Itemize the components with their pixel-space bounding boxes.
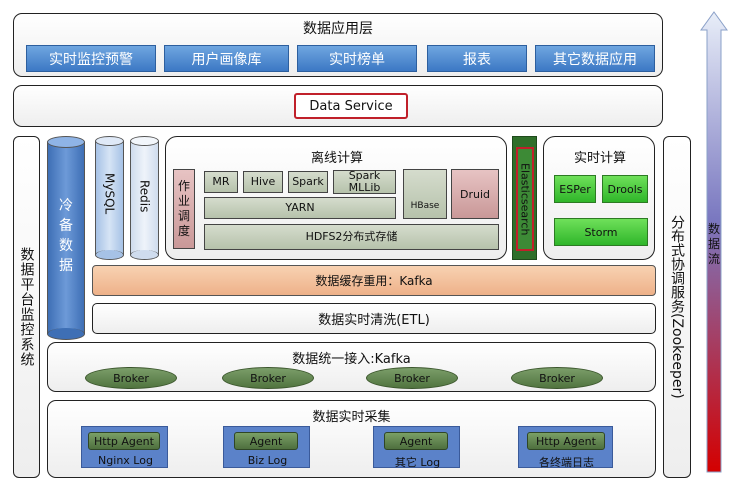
app-button-user-profile[interactable]: 用户画像库: [164, 45, 289, 72]
hive-box[interactable]: Hive: [243, 171, 283, 193]
realtime-compute-panel: 实时计算 ESPer Drools Storm: [543, 136, 655, 260]
agent-card-other: Agent 其它 Log: [373, 426, 460, 469]
data-service-panel: Data Service: [13, 85, 663, 127]
collect-panel: 数据实时采集 Http Agent Nginx Log Agent Biz Lo…: [47, 400, 656, 478]
spark-mllib-box[interactable]: Spark MLLib: [333, 170, 396, 194]
other-log-label: 其它 Log: [394, 456, 441, 469]
biz-log-label: Biz Log: [247, 454, 288, 467]
drools-button[interactable]: Drools: [602, 175, 648, 203]
app-button-realtime-ranking[interactable]: 实时榜单: [297, 45, 417, 72]
hdfs-box[interactable]: HDFS2分布式存储: [204, 224, 499, 250]
agent-card-terminal: Http Agent 各终端日志: [518, 426, 613, 469]
realtime-compute-title: 实时计算: [573, 151, 626, 166]
druid-box[interactable]: Druid: [451, 169, 499, 219]
spark-mllib-label: Spark MLLib: [348, 169, 381, 194]
monitor-system-label: 数据平台监控系统: [18, 247, 35, 367]
offline-compute-panel: 离线计算 作业调度 MR Hive Spark Spark MLLib HBas…: [165, 136, 507, 260]
dataflow-arrow-icon: [700, 11, 728, 473]
esper-button[interactable]: ESPer: [554, 175, 596, 203]
job-scheduling-label: 作业调度: [177, 179, 190, 238]
app-button-monitor-alert[interactable]: 实时监控预警: [26, 45, 156, 72]
collect-title: 数据实时采集: [312, 410, 391, 425]
app-button-report[interactable]: 报表: [427, 45, 527, 72]
agent-card-nginx: Http Agent Nginx Log: [81, 426, 168, 468]
offline-compute-title: 离线计算: [310, 151, 363, 166]
cold-backup-label: 冷备数据: [59, 198, 73, 274]
etl-label: 数据实时清洗(ETL): [318, 313, 430, 328]
redis-cylinder: Redis: [130, 136, 159, 260]
monitor-system-panel: 数据平台监控系统: [13, 136, 40, 478]
agent-button[interactable]: Agent: [384, 432, 448, 450]
redis-label: Redis: [137, 179, 152, 213]
mysql-cylinder: MySQL: [95, 136, 124, 260]
broker-node[interactable]: Broker: [511, 367, 603, 389]
agent-card-biz: Agent Biz Log: [223, 426, 310, 468]
hbase-label: HBase: [410, 201, 440, 211]
data-service-box[interactable]: Data Service: [294, 93, 408, 119]
elasticsearch-label: Elasticsearch: [518, 162, 532, 236]
zookeeper-label: 分布式协调服务(Zookeeper): [669, 215, 685, 399]
http-agent-button[interactable]: Http Agent: [88, 432, 160, 450]
storm-button[interactable]: Storm: [554, 218, 648, 246]
nginx-log-label: Nginx Log: [98, 454, 153, 467]
cold-backup-cylinder: 冷备数据: [47, 136, 85, 340]
elasticsearch-box: Elasticsearch: [516, 147, 534, 251]
ingest-panel: 数据统一接入:Kafka Broker Broker Broker Broker: [47, 342, 656, 392]
ingest-title: 数据统一接入:Kafka: [292, 352, 411, 367]
broker-node[interactable]: Broker: [222, 367, 314, 389]
kafka-cache-label: 数据缓存重用：Kafka: [315, 274, 433, 288]
data-service-label: Data Service: [309, 98, 393, 114]
agent-button[interactable]: Agent: [234, 432, 298, 450]
mysql-label: MySQL: [102, 173, 117, 215]
app-button-other-apps[interactable]: 其它数据应用: [535, 45, 655, 72]
app-layer-panel: 数据应用层 实时监控预警 用户画像库 实时榜单 报表 其它数据应用: [13, 13, 663, 77]
spark-box[interactable]: Spark: [288, 171, 328, 193]
elasticsearch-column[interactable]: Elasticsearch: [512, 136, 537, 260]
zookeeper-panel: 分布式协调服务(Zookeeper): [663, 136, 691, 478]
mr-box[interactable]: MR: [204, 171, 238, 193]
hbase-box[interactable]: HBase: [403, 169, 447, 219]
terminal-log-label: 各终端日志: [539, 456, 594, 469]
yarn-box[interactable]: YARN: [204, 197, 396, 219]
job-scheduling-box[interactable]: 作业调度: [173, 169, 195, 249]
app-layer-title: 数据应用层: [303, 21, 373, 37]
etl-bar[interactable]: 数据实时清洗(ETL): [92, 303, 656, 334]
dataflow-label: 数据流: [707, 222, 720, 266]
broker-node[interactable]: Broker: [85, 367, 177, 389]
http-agent-button[interactable]: Http Agent: [527, 432, 605, 450]
broker-node[interactable]: Broker: [366, 367, 458, 389]
kafka-cache-bar[interactable]: 数据缓存重用：Kafka: [92, 265, 656, 296]
